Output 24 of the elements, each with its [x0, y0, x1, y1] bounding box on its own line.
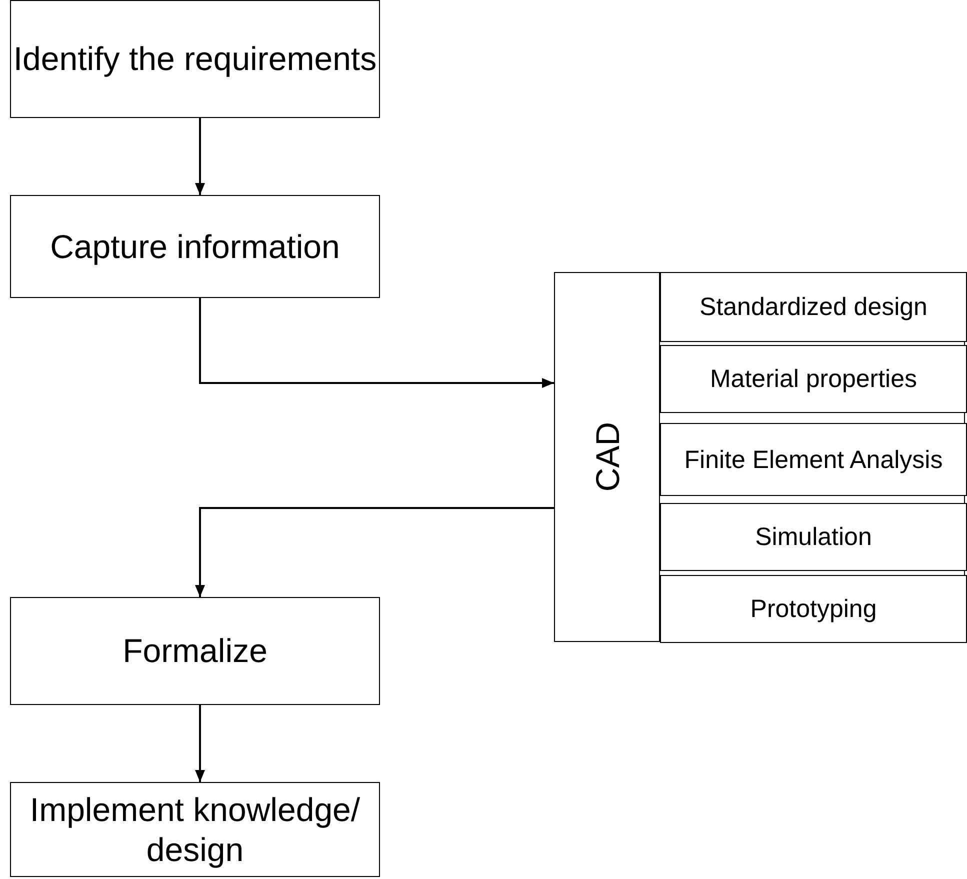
- process-box: [10, 782, 380, 877]
- process-box: [660, 272, 967, 342]
- node-label: Prototyping: [750, 594, 877, 624]
- arrow: [195, 507, 554, 597]
- arrow: [199, 298, 554, 388]
- node-label: Identify the requirements: [13, 39, 377, 79]
- node-label: Material properties: [710, 364, 918, 394]
- process-box: [10, 597, 380, 705]
- arrow: [195, 705, 205, 782]
- process-box: [660, 503, 967, 571]
- process-box: [660, 345, 967, 413]
- process-box: [10, 195, 380, 298]
- node-label: Capture information: [50, 226, 340, 266]
- process-box: [660, 423, 967, 496]
- group-box: [554, 272, 965, 642]
- group-label: CAD: [588, 422, 628, 492]
- process-box: [660, 575, 967, 643]
- node-label: Implement knowledge/ design: [28, 790, 362, 870]
- arrow: [195, 118, 205, 195]
- node-label: Finite Element Analysis: [684, 444, 943, 474]
- process-box: [10, 0, 380, 118]
- node-label: Simulation: [755, 522, 872, 552]
- node-label: Standardized design: [700, 292, 928, 322]
- node-label: Formalize: [122, 631, 268, 671]
